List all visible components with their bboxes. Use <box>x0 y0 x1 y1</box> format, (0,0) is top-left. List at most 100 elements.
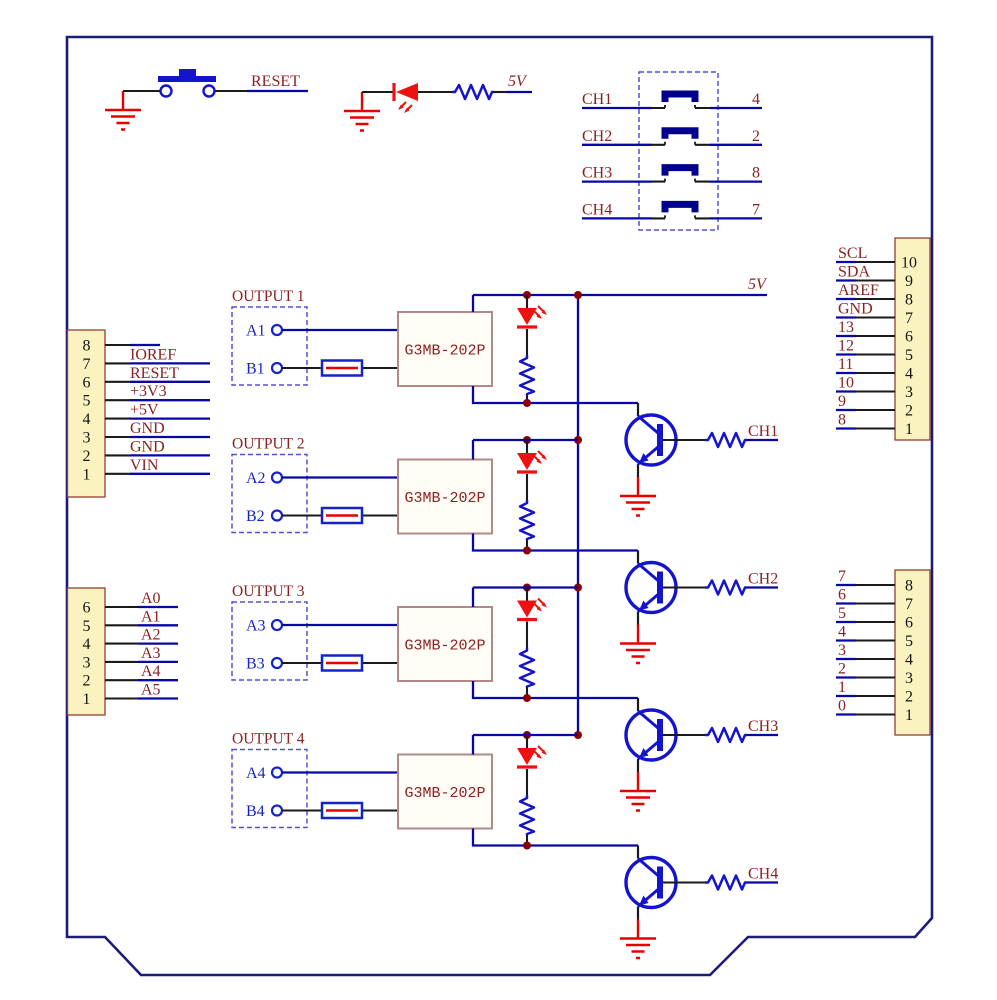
pin-number: 1 <box>905 707 913 724</box>
connector-body <box>894 237 931 441</box>
relay-part-label: G3MB-202P <box>404 343 485 360</box>
net-wires <box>836 583 856 716</box>
relay-body <box>397 606 493 682</box>
terminal-b-label: B4 <box>246 803 265 820</box>
resistor-symbol <box>450 83 496 101</box>
terminal-a-label: A4 <box>246 765 266 782</box>
terminal-b-label: B2 <box>246 508 265 525</box>
led-arrowhead <box>398 104 404 110</box>
pin-number: 1 <box>83 691 91 708</box>
fuse-symbol <box>320 359 364 377</box>
pin-number: 6 <box>905 615 913 632</box>
output-channel-2: OUTPUT 2 A2 B2 G3MB-202P CH2 <box>231 436 778 665</box>
output-channel-1: OUTPUT 1 A1 B1 G3MB-202P CH1 <box>231 288 778 517</box>
pin-number: 4 <box>905 366 913 383</box>
jumper-pin-label: 2 <box>752 128 760 145</box>
net-label: VIN <box>130 457 159 474</box>
terminal-b-pad <box>270 361 284 375</box>
net-label: 5 <box>838 605 846 622</box>
net-label: IOREF <box>130 346 176 363</box>
ground-symbol <box>618 918 658 960</box>
terminal-a-label: A3 <box>246 618 266 635</box>
ground-symbol <box>618 475 658 517</box>
net-label: RESET <box>130 365 179 382</box>
net-label: +3V3 <box>130 383 167 400</box>
pin-number: 7 <box>83 356 91 373</box>
power-led-circuit: 5V <box>342 73 532 132</box>
relay-body <box>397 458 493 535</box>
reset-net-label: RESET <box>251 73 300 90</box>
pin-number: 5 <box>905 347 913 364</box>
resistor-symbol <box>518 353 536 397</box>
pin-leads <box>105 343 130 475</box>
pin-number: 3 <box>83 430 91 447</box>
pin-number: 8 <box>905 578 913 595</box>
relay-output-wires <box>471 438 638 552</box>
jumper-symbol <box>665 168 695 182</box>
fuse-symbol <box>320 506 364 525</box>
pin-number: 4 <box>83 636 91 653</box>
jumper-pin-label: 8 <box>752 165 760 182</box>
pin-leads <box>105 605 138 700</box>
led-symbol <box>396 83 418 101</box>
ground-symbol <box>618 623 658 665</box>
relay-part-label: G3MB-202P <box>404 785 485 802</box>
net-label: 6 <box>838 587 846 604</box>
connector-body <box>66 587 106 716</box>
ground-symbol <box>618 770 658 812</box>
net-wires <box>836 260 856 430</box>
terminal-b-pad <box>270 656 284 670</box>
net-label: A3 <box>141 645 161 662</box>
jumper-symbol <box>665 204 695 218</box>
pin-number: 4 <box>83 411 91 428</box>
resistor-symbol <box>518 646 536 689</box>
net-label: A5 <box>141 682 161 699</box>
net-label: 11 <box>838 356 853 373</box>
pin-number: 2 <box>83 673 91 690</box>
resistor-symbol <box>518 793 536 837</box>
junction-dot <box>523 546 531 555</box>
pin-number: 6 <box>83 374 91 391</box>
net-label: 0 <box>838 698 846 715</box>
junction-dot <box>523 694 531 702</box>
board-outline <box>65 35 934 977</box>
net-label: 13 <box>838 319 854 336</box>
pin-number: 5 <box>83 618 91 635</box>
net-label: 3 <box>838 642 846 659</box>
terminal-a-label: A1 <box>246 323 266 340</box>
pin-number: 2 <box>905 403 913 420</box>
net-label: 12 <box>838 338 854 355</box>
analog-header: 6 5 4 3 2 1 A0 A1 A2 A3 A4 A5 <box>66 587 178 716</box>
led-symbol <box>515 596 549 622</box>
pin-leads <box>856 260 895 430</box>
terminal-b-pad <box>270 804 284 817</box>
pin-number: 1 <box>83 466 91 483</box>
terminal-b-label: B1 <box>246 361 265 378</box>
relay-part-label: G3MB-202P <box>404 638 485 655</box>
right-lower-header: 8 7 6 5 4 3 2 1 7 6 5 4 3 2 1 0 <box>836 568 931 736</box>
net-label: 8 <box>838 412 846 429</box>
fuse-symbol <box>320 654 364 672</box>
net-label: 7 <box>838 568 846 585</box>
terminal-block-outline <box>231 748 308 829</box>
button-plunger-icon <box>179 69 196 77</box>
terminal-block-outline <box>231 601 308 681</box>
resistor-symbol <box>518 498 536 542</box>
pin-number: 8 <box>905 292 913 309</box>
pin-number: 6 <box>83 600 91 617</box>
pin-number: 9 <box>905 273 913 290</box>
connector-body <box>894 569 931 736</box>
pin-number: 1 <box>905 421 913 438</box>
net-label: +5V <box>130 402 159 419</box>
connector-body <box>66 329 106 498</box>
junction-dot <box>523 399 531 407</box>
led-symbol <box>515 304 549 329</box>
junction-dot <box>523 841 531 850</box>
pin-number: 7 <box>905 310 913 327</box>
output-title: OUTPUT 1 <box>232 288 304 305</box>
terminal-b-pad <box>270 509 284 522</box>
right-upper-header: 10 9 8 7 6 5 4 3 2 1 SCL SDA AREF GND 13… <box>836 237 931 441</box>
button-contact-right <box>202 84 216 98</box>
terminal-block-outline <box>231 306 308 386</box>
